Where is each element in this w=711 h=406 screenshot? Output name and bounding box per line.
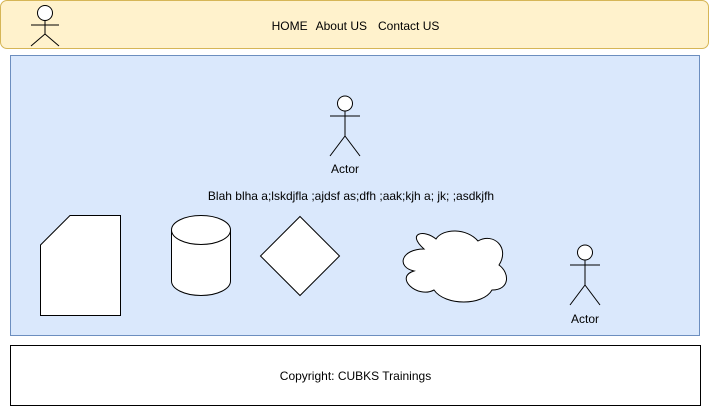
nav-menu: HOME About US Contact US [1,1,710,50]
nav-home-link[interactable]: HOME [271,18,308,33]
main-content-panel: Actor Blah blha a;lskdjfla ;ajdsf as;dfh… [10,55,700,336]
nav-contact-link[interactable]: Contact US [378,18,440,33]
actor-icon [569,244,601,306]
database-cylinder [171,215,231,296]
card-shape [40,215,121,316]
description-text: Blah blha a;lskdjfla ;ajdsf as;dfh ;aak;… [207,189,495,203]
cloud-shape [402,230,507,303]
diamond-shape [259,215,341,297]
actor-icon [329,95,361,157]
actor-logo-icon [30,5,60,47]
actor-label: Actor [330,162,359,176]
nav-about-link[interactable]: About US [315,18,367,33]
footer: Copyright: CUBKS Trainings [10,345,701,406]
actor-label: Actor [570,312,599,326]
header-bar: HOME About US Contact US [0,0,709,49]
copyright-text: Copyright: CUBKS Trainings [279,368,432,383]
